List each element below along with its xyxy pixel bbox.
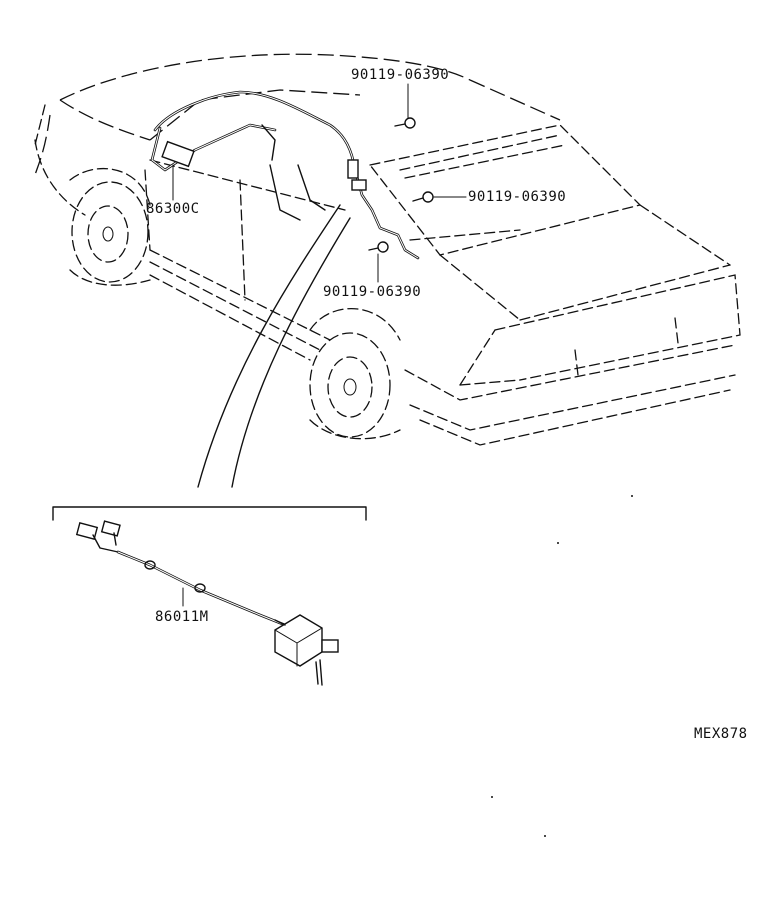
- callout-bolt-right: 90119-06390: [468, 189, 567, 205]
- detail-bracket: [52, 506, 367, 521]
- detail-funnel: [197, 204, 351, 488]
- bolt-lower-icon: [368, 241, 389, 253]
- diagram-code: MEX878: [694, 726, 748, 742]
- bolt-top-icon: [394, 117, 416, 129]
- antenna-cord-routing: [150, 90, 420, 260]
- bolt-right-icon: [412, 191, 434, 203]
- callout-harness-assy: 86011M: [155, 609, 209, 625]
- callout-leaders: [172, 83, 467, 607]
- callout-antenna-cord: 86300C: [146, 201, 200, 217]
- scan-specks: [491, 495, 633, 837]
- callout-bolt-top: 90119-06390: [351, 67, 450, 83]
- antenna-harness-assembly: [75, 520, 339, 686]
- car-body-outline: [34, 53, 741, 446]
- callout-bolt-lower: 90119-06390: [323, 284, 422, 300]
